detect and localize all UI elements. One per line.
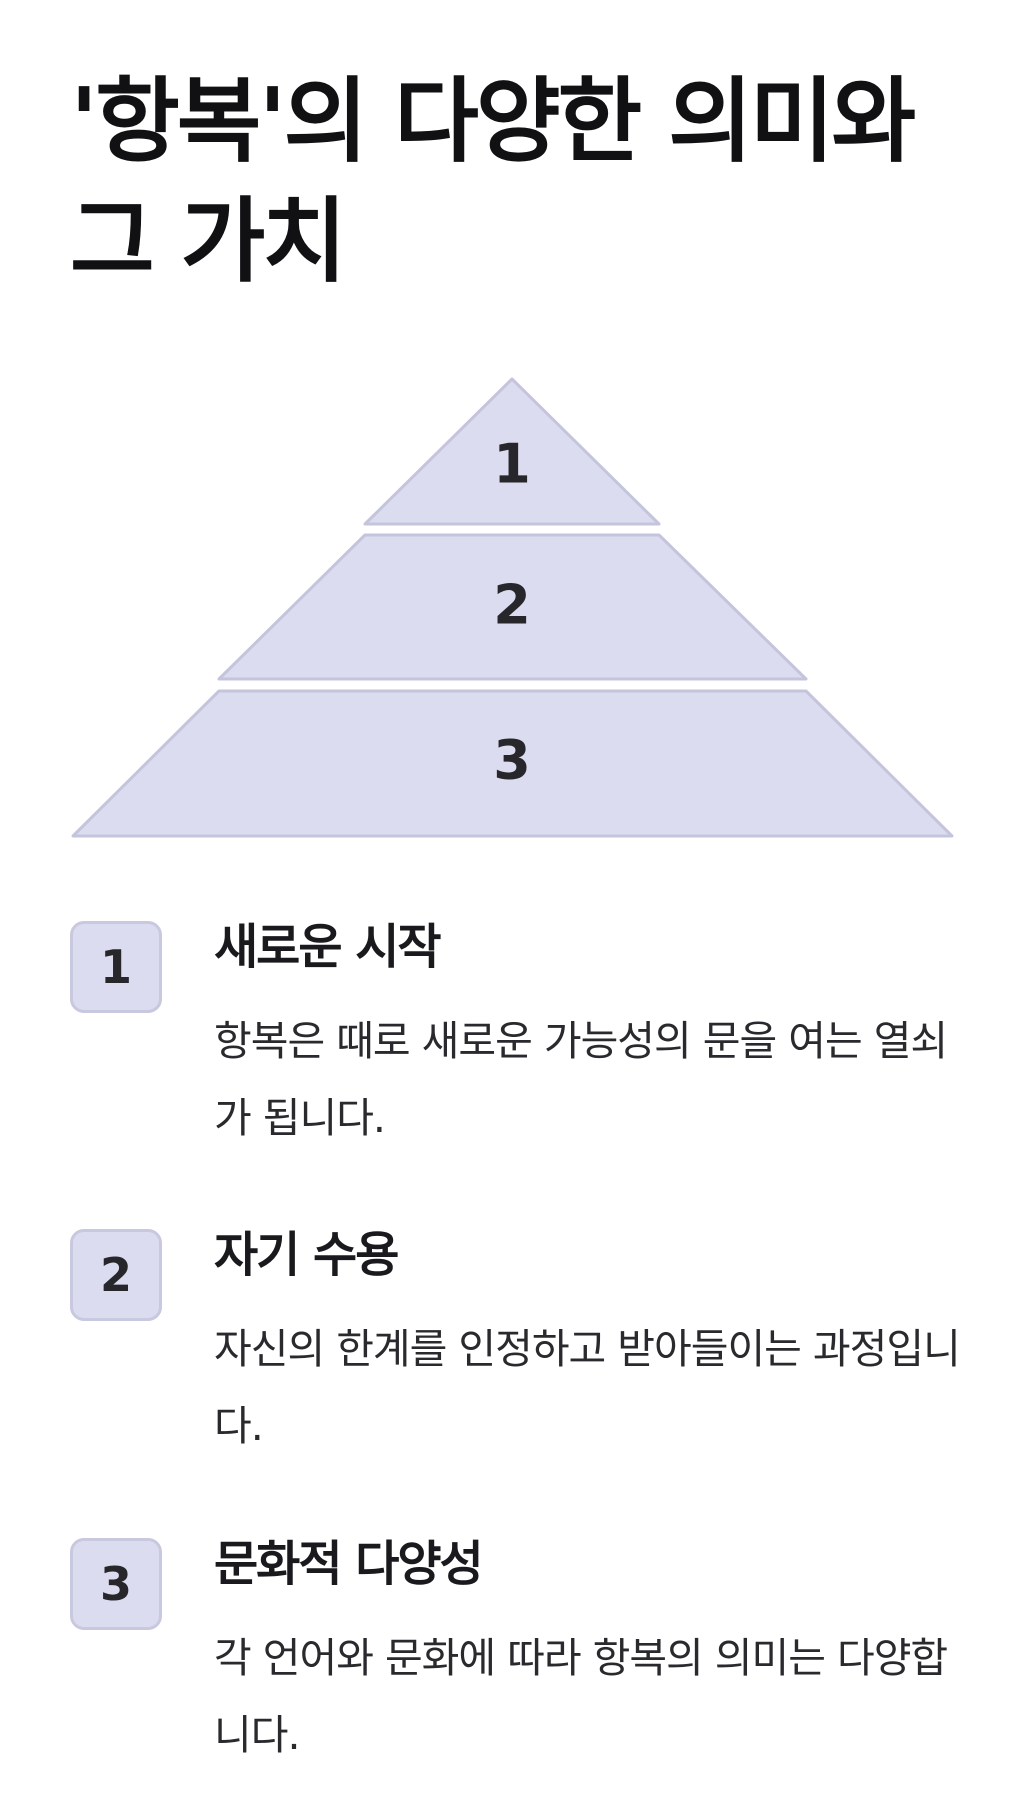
item-description: 자신의 한계를 인정하고 받아들이는 과정입니다. bbox=[214, 1325, 961, 1450]
item-number-badge: 1 bbox=[70, 921, 162, 1013]
pyramid-diagram: 1 2 3 bbox=[71, 377, 954, 838]
pyramid-tier-1-shape bbox=[363, 377, 661, 526]
page-title: '항복'의 다양한 의미와 그 가치 bbox=[70, 68, 916, 295]
item-title: 문화적 다양성 bbox=[214, 1536, 484, 1592]
item-title: 자기 수용 bbox=[214, 1227, 399, 1283]
item-number-badge: 2 bbox=[70, 1229, 162, 1321]
list-item: 1 새로운 시작 항복은 때로 새로운 가능성의 문을 여는 열쇠가 됩니다. bbox=[0, 919, 1022, 1191]
pyramid-tier-2: 2 bbox=[217, 533, 808, 681]
pyramid-tier-2-label: 2 bbox=[493, 574, 531, 637]
pyramid-tier-1: 1 bbox=[363, 377, 661, 526]
list-item: 2 자기 수용 자신의 한계를 인정하고 받아들이는 과정입니다. bbox=[0, 1227, 1022, 1499]
pyramid-tier-3-shape bbox=[71, 689, 954, 838]
item-number-badge: 3 bbox=[70, 1538, 162, 1630]
list-item: 3 문화적 다양성 각 언어와 문화에 따라 항복의 의미는 다양합니다. bbox=[0, 1536, 1022, 1808]
pyramid-tier-1-label: 1 bbox=[493, 433, 531, 496]
item-description: 항복은 때로 새로운 가능성의 문을 여는 열쇠가 됩니다. bbox=[214, 1017, 948, 1142]
item-title: 새로운 시작 bbox=[214, 919, 442, 975]
pyramid-tier-3: 3 bbox=[71, 689, 954, 838]
pyramid-tier-2-shape bbox=[217, 533, 808, 681]
pyramid-tier-3-label: 3 bbox=[493, 729, 531, 792]
item-description: 각 언어와 문화에 따라 항복의 의미는 다양합니다. bbox=[214, 1634, 948, 1759]
